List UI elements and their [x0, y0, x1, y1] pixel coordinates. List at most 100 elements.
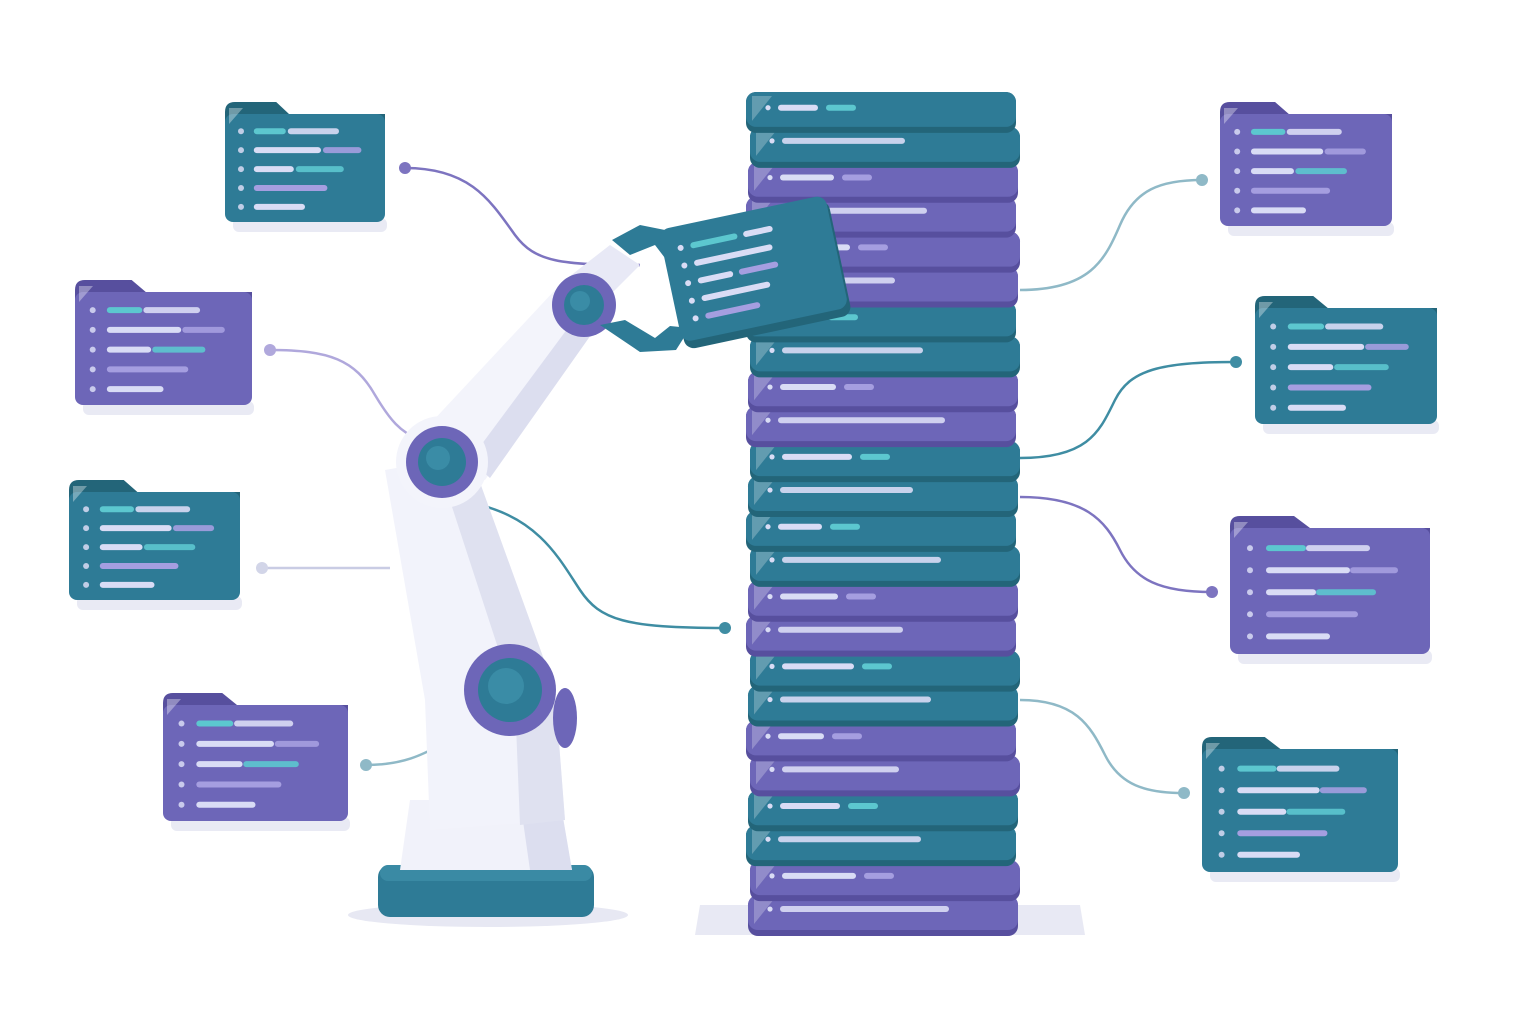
connector-center [479, 503, 726, 630]
code-bullet [1234, 128, 1241, 135]
code-line [780, 803, 840, 810]
code-line [1286, 808, 1346, 815]
stack-layer-face [746, 720, 1016, 756]
stack-layer-highlight [752, 96, 772, 121]
code-bullet [1270, 384, 1277, 391]
stack-layer-face [748, 371, 1018, 407]
stack-layer [750, 650, 1020, 692]
code-bullet [1247, 611, 1253, 618]
code-bullet [83, 581, 90, 588]
code-bullet [83, 525, 90, 532]
code-line [690, 233, 738, 249]
code-line [778, 417, 945, 424]
code-line [1286, 128, 1342, 135]
code-line [1266, 589, 1316, 596]
stack-layer [746, 825, 1016, 867]
code-bullet [681, 262, 688, 269]
stack-layer-highlight [756, 549, 776, 575]
code-bullet [89, 326, 96, 333]
folder-card-left-1 [225, 102, 387, 232]
code-line [196, 740, 274, 747]
code-line [1250, 128, 1286, 135]
code-line [1266, 611, 1358, 618]
connector-dot [1206, 586, 1218, 598]
code-line [1237, 787, 1320, 794]
code-line [1365, 343, 1409, 350]
code-bullet [1247, 589, 1253, 596]
stack-layer [750, 545, 1020, 587]
code-line [697, 271, 734, 284]
code-line [1295, 168, 1347, 175]
code-line [830, 523, 860, 530]
code-bullet [1218, 851, 1225, 858]
code-bullet [238, 184, 244, 191]
code-bullet [1218, 830, 1225, 837]
code-bullet [178, 801, 185, 808]
code-bullet [769, 557, 775, 563]
stack-layer-face [750, 336, 1020, 372]
code-line [253, 184, 328, 191]
code-bullet [83, 544, 90, 551]
code-bullet [685, 280, 692, 287]
code-bullet [765, 836, 771, 842]
code-line [1250, 168, 1294, 175]
code-line [1287, 364, 1334, 371]
code-line [842, 174, 872, 181]
code-line [1250, 207, 1306, 214]
folder-card-left-4 [163, 693, 350, 831]
code-line [862, 663, 892, 670]
code-bullet [769, 454, 775, 460]
code-line [780, 906, 949, 913]
code-line [1324, 148, 1366, 155]
code-bullet [765, 417, 771, 423]
folder-cards [69, 102, 1439, 882]
folder-corner-highlight [1224, 108, 1238, 124]
stack-layer [748, 371, 1018, 413]
code-line [1287, 384, 1372, 391]
stack-layer [748, 790, 1018, 832]
stack-layer-highlight [754, 165, 774, 191]
code-bullet [1247, 545, 1253, 552]
code-line [778, 626, 903, 633]
code-line [1266, 567, 1350, 574]
connector-right-4 [1019, 698, 1185, 795]
code-line [99, 581, 155, 588]
code-line [844, 384, 874, 391]
code-line [243, 761, 299, 768]
code-bullet [688, 297, 695, 304]
stack-layer [750, 860, 1020, 902]
connector-dot [360, 759, 372, 771]
code-line [106, 366, 189, 373]
code-line [1237, 765, 1277, 772]
code-line [143, 544, 196, 551]
code-line [196, 761, 243, 768]
folder-corner-highlight [1234, 522, 1248, 538]
code-line [234, 720, 294, 727]
connector-dot [1230, 356, 1242, 368]
code-line [846, 593, 876, 600]
stack-layer-highlight [756, 340, 776, 366]
code-bullet [765, 105, 771, 111]
code-line [196, 720, 234, 727]
stack-layer-face [746, 92, 1016, 127]
stack-layer-face [746, 615, 1016, 651]
stack-layer [748, 476, 1018, 517]
stack-layer [748, 685, 1018, 727]
code-line [1237, 808, 1287, 815]
code-line [182, 326, 225, 333]
stack-layer-highlight [754, 584, 774, 610]
code-bullet [692, 315, 699, 322]
code-line [1237, 830, 1328, 837]
code-bullet [89, 386, 96, 393]
code-bullet [769, 663, 775, 669]
code-line [295, 166, 344, 173]
code-line [274, 740, 320, 747]
code-line [782, 663, 854, 670]
code-bullet [1234, 187, 1241, 194]
code-line [701, 281, 771, 302]
code-line [196, 781, 282, 788]
code-line [1319, 787, 1367, 794]
stack-layer [750, 126, 1020, 168]
